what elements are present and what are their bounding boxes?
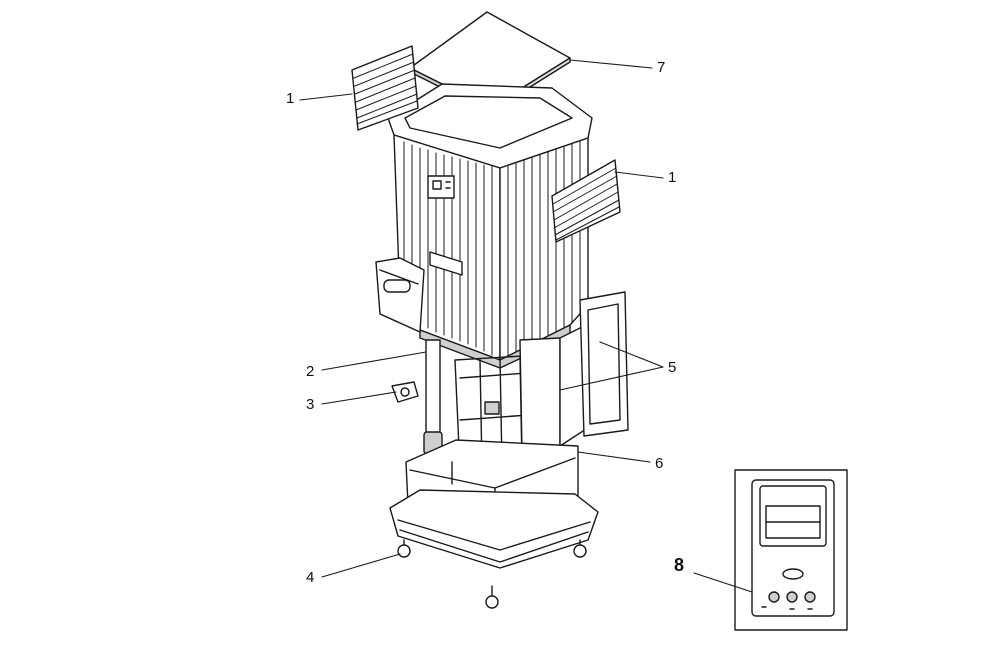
- control-panel-detail: [734, 469, 848, 631]
- callout-2: 2: [306, 363, 315, 380]
- callout-8: 8: [674, 555, 685, 575]
- callout-1-left: 1: [286, 90, 295, 107]
- cooling-pads: [519, 291, 629, 453]
- base-tray: [389, 489, 599, 569]
- float-valve: [391, 381, 419, 403]
- pump-tube: [423, 339, 443, 455]
- callout-7: 7: [657, 59, 666, 76]
- callout-6: 6: [655, 455, 664, 472]
- leader-lines: [299, 59, 753, 593]
- callout-3: 3: [306, 396, 315, 413]
- side-louver-left: [351, 45, 419, 131]
- callout-1-right: 1: [668, 169, 677, 186]
- callout-5: 5: [668, 359, 677, 376]
- callout-4: 4: [306, 569, 315, 586]
- caster-wheels: [397, 539, 587, 609]
- side-louver-right: [551, 159, 621, 243]
- remote-holder-pocket: [375, 257, 425, 333]
